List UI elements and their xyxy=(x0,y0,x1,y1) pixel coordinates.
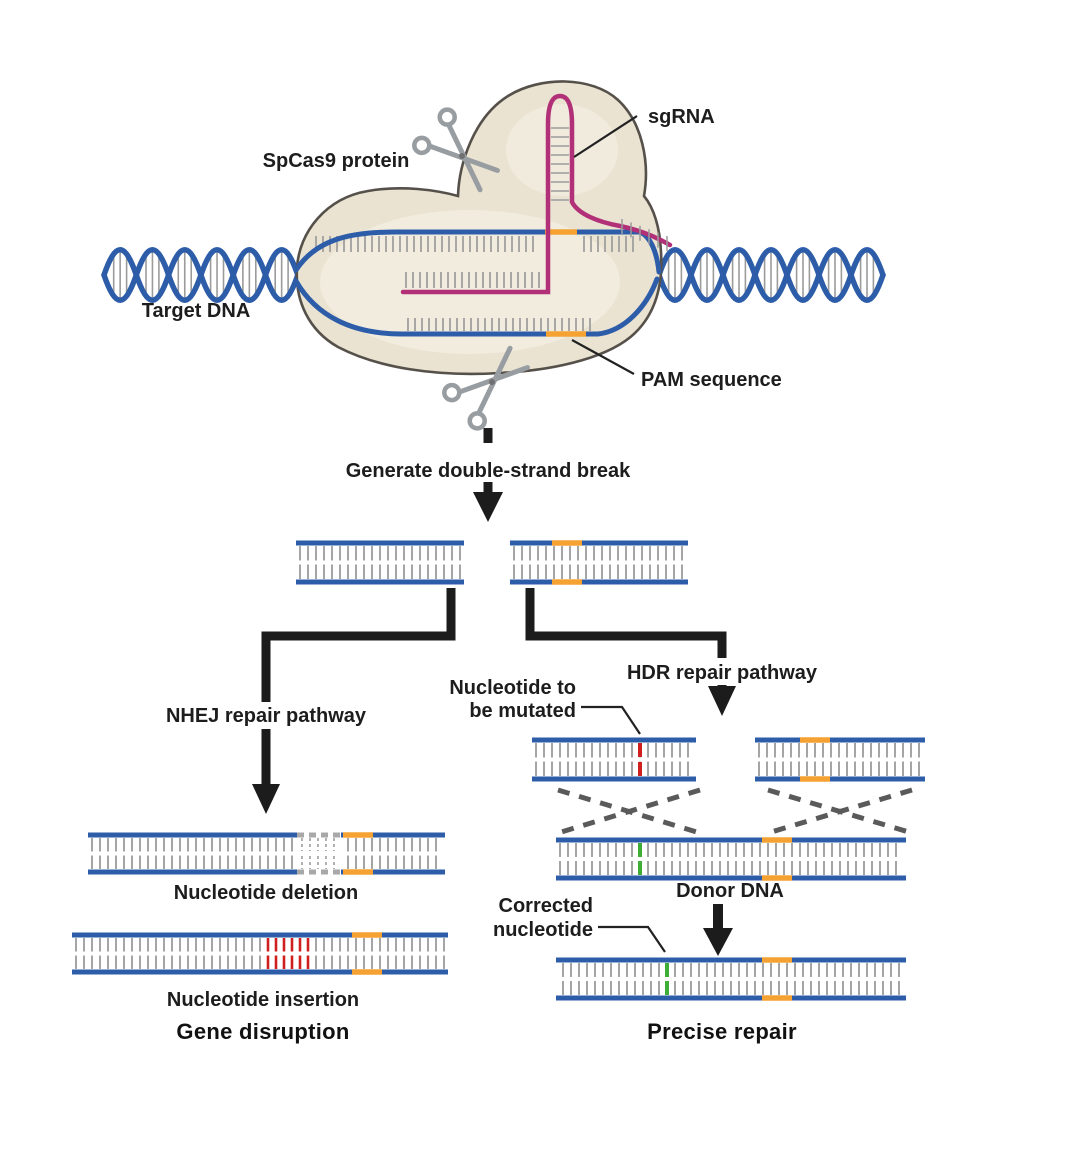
label-donor-dna: Donor DNA xyxy=(676,880,784,902)
target-dna-right-helix xyxy=(656,247,886,303)
mutated-nucleotide-pointer-line xyxy=(581,705,641,735)
label-sgrna: sgRNA xyxy=(648,106,715,128)
label-nucleotide-to-be-mutated-line1: Nucleotide to xyxy=(449,677,576,699)
nhej-branch-connector xyxy=(261,588,456,788)
label-generate-dsb: Generate double-strand break xyxy=(346,460,631,482)
label-nucleotide-deletion: Nucleotide deletion xyxy=(174,882,358,904)
label-nucleotide-insertion: Nucleotide insertion xyxy=(167,989,359,1011)
cas9-lobe-highlight xyxy=(506,104,618,196)
hdr-label-bg xyxy=(598,658,846,685)
recombination-cross-lines xyxy=(557,787,913,836)
nucleotide-deletion-dna-duplex xyxy=(88,830,445,876)
nhej-arrowhead xyxy=(252,784,280,814)
label-hdr-pathway: HDR repair pathway xyxy=(627,662,818,684)
scissors-icon-top xyxy=(412,107,500,193)
nhej-label-bg xyxy=(138,702,394,729)
corrected-nucleotide-pointer-line xyxy=(598,925,666,953)
hdr-result-arrow xyxy=(703,904,733,956)
label-spcas9-protein: SpCas9 protein xyxy=(263,150,410,172)
broken-dna-fragment-left xyxy=(296,540,464,585)
broken-dna-fragment-right xyxy=(510,540,688,585)
precise-repair-dna-duplex xyxy=(556,957,906,1001)
dna-rna-hybrid-region xyxy=(293,93,673,337)
hdr-fragment-with-mutation xyxy=(532,737,696,782)
pam-pointer-line xyxy=(571,339,635,375)
nucleotide-insertion-dna-duplex xyxy=(72,932,448,975)
hdr-fragment-with-pam xyxy=(755,737,925,782)
label-target-dna: Target DNA xyxy=(142,300,251,322)
hdr-arrowhead xyxy=(708,686,736,716)
label-precise-repair: Precise repair xyxy=(647,1019,797,1044)
cas9-protein-highlight xyxy=(320,210,620,354)
double-strand-break-arrow xyxy=(312,428,664,522)
sgrna-pointer-line xyxy=(573,115,638,158)
label-gene-disruption: Gene disruption xyxy=(176,1019,349,1044)
label-pam-sequence: PAM sequence xyxy=(641,369,782,391)
label-corrected-nucleotide-line2: nucleotide xyxy=(493,919,593,941)
label-nucleotide-to-be-mutated-line2: be mutated xyxy=(469,700,576,722)
scissors-icon-bottom xyxy=(442,345,530,431)
donor-dna-duplex xyxy=(556,837,906,881)
label-corrected-nucleotide-line1: Corrected xyxy=(499,895,593,917)
label-nhej-pathway: NHEJ repair pathway xyxy=(166,705,367,727)
target-dna-left-helix xyxy=(101,247,301,303)
